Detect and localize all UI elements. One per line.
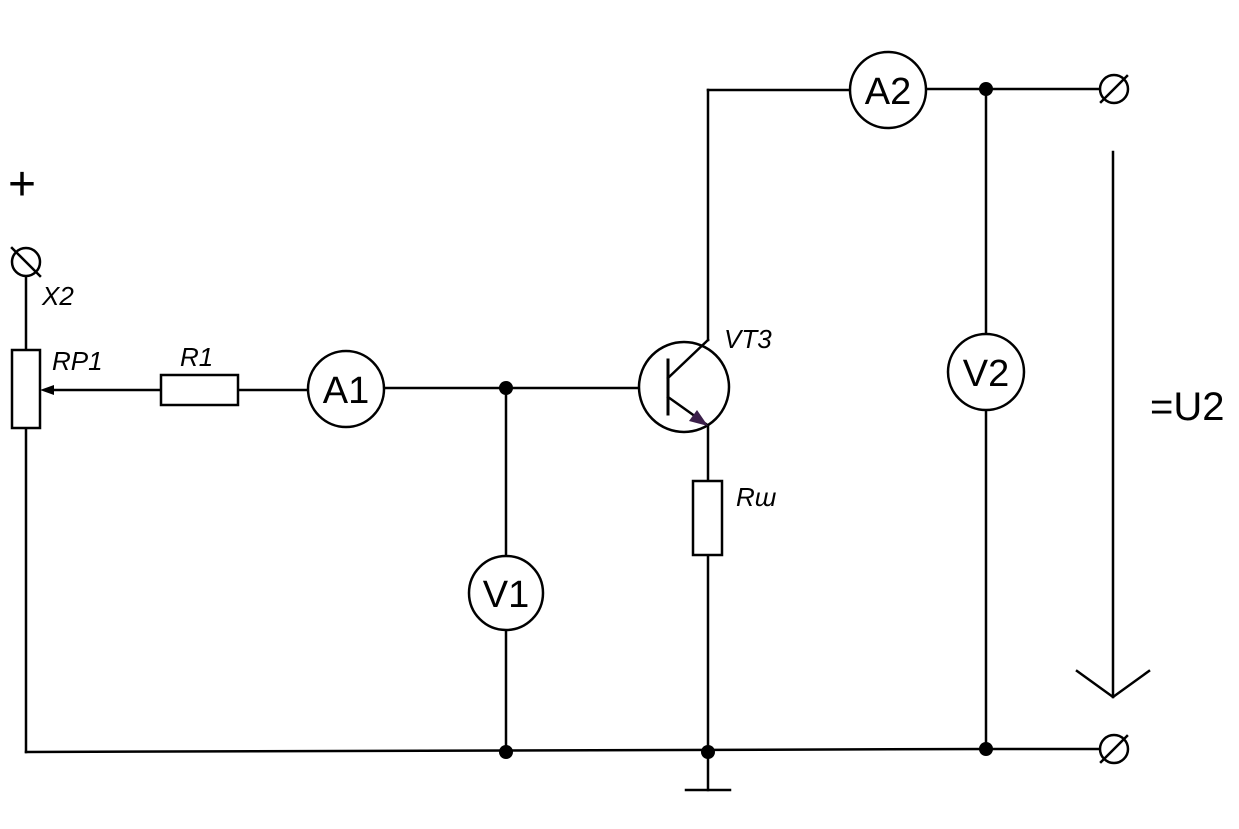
transistor-vt3 [637,338,731,434]
terminal-output-bottom[interactable] [1098,733,1130,765]
junction-ground [701,745,715,759]
junction-v1-ground [499,745,513,759]
plus-sign: + [8,158,36,211]
voltmeter-v1-label: V1 [483,574,529,616]
rsh-label: Rш [736,482,777,512]
ammeter-a2 [848,50,928,130]
junction-base [499,381,513,395]
voltmeter-v1 [467,554,545,632]
ammeter-a1-label: A1 [323,370,369,412]
terminal-output-top[interactable] [1098,73,1130,105]
u2-arrow-head [1075,669,1151,699]
ammeter-a2-label: A2 [865,71,911,113]
r1-label: R1 [180,342,213,372]
resistor-r1 [159,373,240,407]
terminal-x2[interactable] [10,246,42,278]
vt3-label: VT3 [724,324,772,354]
resistor-rsh [691,479,724,557]
emitter-arrow [689,410,708,426]
output-voltage-label: =U2 [1150,385,1225,429]
junction-bottom-right [979,742,993,756]
terminal-x2-label: X2 [41,281,74,311]
potentiometer-rp1 [10,348,42,430]
voltmeter-v2-label: V2 [963,353,1009,395]
ammeter-a1 [306,349,386,429]
rp1-label: RP1 [52,346,103,376]
voltmeter-v2 [946,332,1026,412]
rp1-wiper-arrow [40,385,54,395]
junction-top-right [979,82,993,96]
